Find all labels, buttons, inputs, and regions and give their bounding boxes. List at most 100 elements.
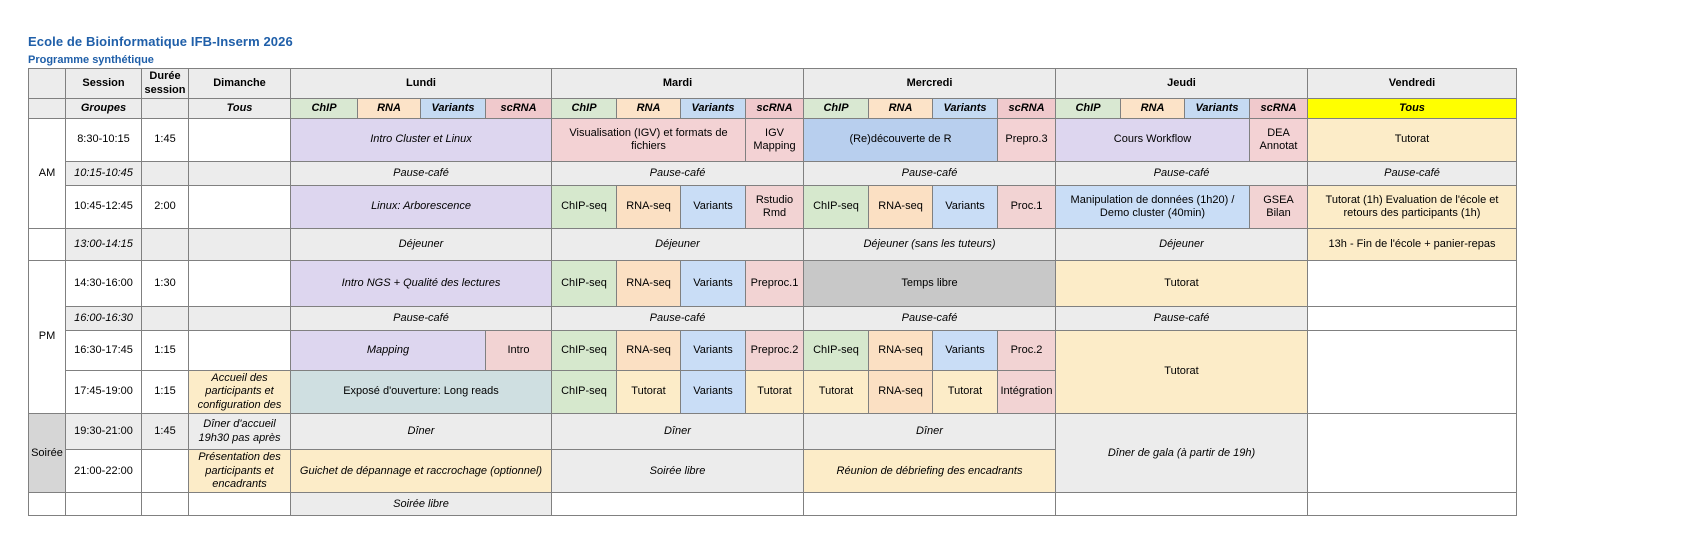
cell-lundi-pause1: Pause-café bbox=[290, 161, 552, 186]
cell-mardi-var-1430: Variants bbox=[680, 260, 746, 307]
cell-mercredi-rna-1045: RNA-seq bbox=[868, 185, 933, 229]
table-row-1745: 17:45-19:00 1:15 Accueil des participant… bbox=[29, 369, 1517, 415]
cell-vendredi-pause1: Pause-café bbox=[1307, 161, 1517, 186]
cell-dimanche-pause2 bbox=[188, 306, 291, 331]
cell-dimanche-1630 bbox=[188, 330, 291, 371]
table-row-pause-1600: 16:00-16:30 Pause-café Pause-café Pause-… bbox=[29, 306, 1517, 331]
header-day-mardi: Mardi bbox=[551, 68, 804, 99]
table-row-1630: 16:30-17:45 1:15 Mapping Intro ChIP-seq … bbox=[29, 329, 1517, 415]
table-row-1930: Soirée 19:30-21:00 1:45 Dîner d'accueil … bbox=[28, 413, 1517, 494]
cell-mardi-chip-1745: ChIP-seq bbox=[551, 369, 617, 415]
session-time-pause2: 16:00-16:30 bbox=[65, 306, 142, 331]
group-dimanche-tous: Tous bbox=[188, 98, 291, 119]
cell-lundi-1045: Linux: Arborescence bbox=[290, 185, 552, 229]
session-time-0830: 8:30-10:15 bbox=[65, 118, 142, 162]
cell-mardi-chip-1430: ChIP-seq bbox=[551, 260, 617, 307]
group-mardi-rna: RNA bbox=[616, 98, 681, 119]
header-day-dimanche: Dimanche bbox=[188, 68, 291, 99]
cell-mercredi-pause2: Pause-café bbox=[803, 306, 1056, 331]
group-mardi-chip: ChIP bbox=[551, 98, 617, 119]
header-corner bbox=[28, 68, 66, 99]
session-duration-1630: 1:15 bbox=[141, 330, 189, 371]
groups-label: Groupes bbox=[65, 98, 142, 119]
group-lundi-scrna: scRNA bbox=[485, 98, 552, 119]
header-duree-line1: Durée bbox=[149, 70, 181, 83]
cell-vendredi-1045: Tutorat (1h) Evaluation de l'école et re… bbox=[1307, 185, 1517, 229]
header-duree-line2: session bbox=[144, 83, 186, 96]
cell-dimanche-1045 bbox=[188, 185, 291, 229]
cell-dimanche-1430 bbox=[188, 260, 291, 307]
session-time-dejeuner: 13:00-14:15 bbox=[65, 228, 142, 261]
cell-vendredi-1430-empty bbox=[1307, 260, 1517, 307]
table-row-1430: PM 14:30-16:00 1:30 Intro NGS + Qualité … bbox=[28, 259, 1517, 415]
groups-duree-blank bbox=[141, 98, 189, 119]
group-mercredi-chip: ChIP bbox=[803, 98, 869, 119]
group-vendredi-tous: Tous bbox=[1307, 98, 1517, 119]
cell-mardi-0830: Visualisation (IGV) et formats de fichie… bbox=[551, 118, 746, 162]
cell-jeudi-last bbox=[1055, 492, 1308, 517]
groups-corner bbox=[28, 98, 66, 119]
group-lundi-rna: RNA bbox=[357, 98, 421, 119]
header-session: Session bbox=[65, 68, 142, 99]
period-blank-last bbox=[28, 492, 66, 517]
session-time-1745: 17:45-19:00 bbox=[65, 369, 142, 415]
cell-vendredi-last bbox=[1307, 492, 1517, 517]
group-mardi-scrna: scRNA bbox=[745, 98, 804, 119]
group-jeudi-rna: RNA bbox=[1120, 98, 1185, 119]
cell-jeudi-scrna-0830: DEA Annotat bbox=[1249, 118, 1308, 162]
session-duration-1045: 2:00 bbox=[141, 185, 189, 229]
cell-jeudi-pause1: Pause-café bbox=[1055, 161, 1308, 186]
session-duration-2100 bbox=[141, 449, 189, 494]
cell-mardi-2100: Soirée libre bbox=[551, 449, 804, 494]
cell-vendredi-1630-empty bbox=[1307, 329, 1517, 415]
cell-mercredi-scrna-1630: Proc.2 bbox=[997, 330, 1056, 371]
cell-lundi-1430: Intro NGS + Qualité des lectures bbox=[290, 260, 552, 307]
header-day-mercredi: Mercredi bbox=[803, 68, 1056, 99]
cell-vendredi-pause2-empty bbox=[1307, 306, 1517, 331]
cell-jeudi-1045: Manipulation de données (1h20) / Demo cl… bbox=[1055, 185, 1250, 229]
group-lundi-variants: Variants bbox=[420, 98, 486, 119]
group-jeudi-variants: Variants bbox=[1184, 98, 1250, 119]
cell-mercredi-0830: (Re)découverte de R bbox=[803, 118, 998, 162]
page-title: Ecole de Bioinformatique IFB-Inserm 2026 bbox=[28, 34, 293, 49]
cell-mardi-scrna-1630: Preproc.2 bbox=[745, 330, 804, 371]
header-duree: Durée session bbox=[141, 68, 189, 99]
session-time-1045: 10:45-12:45 bbox=[65, 185, 142, 229]
cell-mercredi-dejeuner: Déjeuner (sans les tuteurs) bbox=[803, 228, 1056, 261]
cell-vendredi-dejeuner: 13h - Fin de l'école + panier-repas bbox=[1307, 228, 1517, 261]
cell-mardi-scrna-1745: Tutorat bbox=[745, 369, 804, 415]
session-time-1630: 16:30-17:45 bbox=[65, 330, 142, 371]
cell-mardi-rna-1630: RNA-seq bbox=[616, 330, 681, 371]
cell-mardi-rna-1745: Tutorat bbox=[616, 369, 681, 415]
cell-lundi-scrna-1630: Intro bbox=[485, 330, 552, 371]
cell-dimanche-dejeuner bbox=[188, 228, 291, 261]
group-lundi-chip: ChIP bbox=[290, 98, 358, 119]
cell-mercredi-chip-1630: ChIP-seq bbox=[803, 330, 869, 371]
header-day-jeudi: Jeudi bbox=[1055, 68, 1308, 99]
cell-mardi-last bbox=[551, 492, 804, 517]
cell-mercredi-var-1045: Variants bbox=[932, 185, 998, 229]
cell-mardi-var-1745: Variants bbox=[680, 369, 746, 415]
cell-dimanche-2100: Présentation des participants et encadra… bbox=[188, 449, 291, 494]
cell-mercredi-var-1630: Variants bbox=[932, 330, 998, 371]
session-duration-1930: 1:45 bbox=[141, 413, 189, 451]
group-mardi-variants: Variants bbox=[680, 98, 746, 119]
cell-jeudi-scrna-1045: GSEA Bilan bbox=[1249, 185, 1308, 229]
cell-dimanche-1745: Accueil des participants et configuratio… bbox=[188, 369, 291, 415]
session-duration-dejeuner bbox=[141, 228, 189, 261]
group-mercredi-scrna: scRNA bbox=[997, 98, 1056, 119]
duration-blank-last bbox=[141, 492, 189, 517]
period-label-am: AM bbox=[28, 118, 66, 229]
group-jeudi-scrna: scRNA bbox=[1249, 98, 1308, 119]
session-time-2100: 21:00-22:00 bbox=[65, 449, 142, 494]
group-mercredi-variants: Variants bbox=[932, 98, 998, 119]
cell-lundi-1745: Exposé d'ouverture: Long reads bbox=[290, 369, 552, 415]
cell-dimanche-pause1 bbox=[188, 161, 291, 186]
cell-mardi-rna-1045: RNA-seq bbox=[616, 185, 681, 229]
cell-jeudi-1630: Tutorat bbox=[1055, 329, 1308, 415]
cell-mercredi-scrna-1745: Intégration bbox=[997, 369, 1056, 415]
cell-jeudi-dejeuner: Déjeuner bbox=[1055, 228, 1308, 261]
cell-mardi-pause2: Pause-café bbox=[551, 306, 804, 331]
header-day-vendredi: Vendredi bbox=[1307, 68, 1517, 99]
table-row-dejeuner: 13:00-14:15 Déjeuner Déjeuner Déjeuner (… bbox=[28, 228, 1517, 261]
